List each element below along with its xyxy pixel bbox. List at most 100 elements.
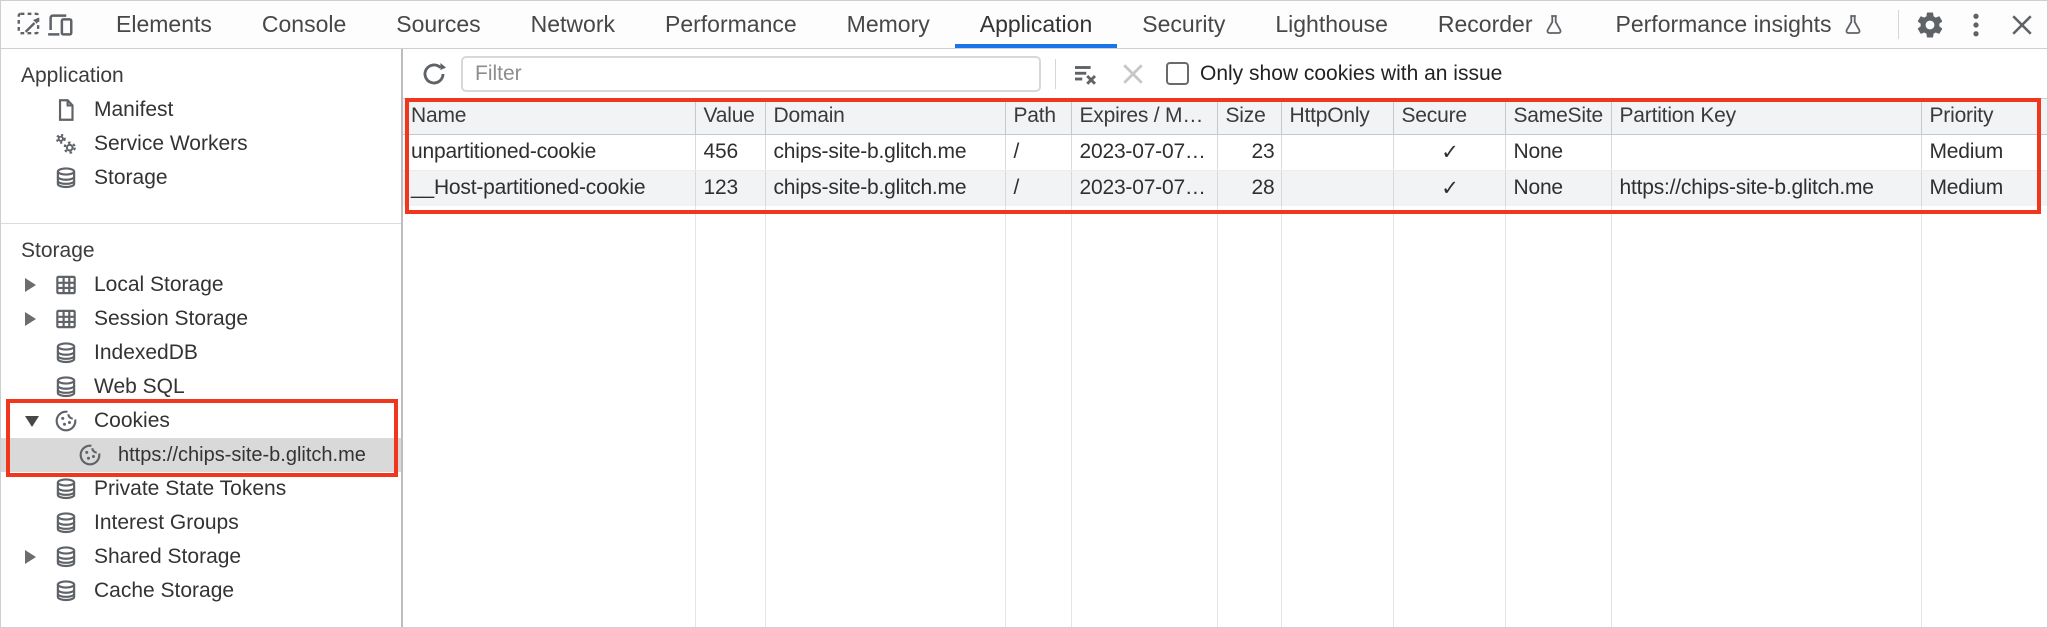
cell-priority[interactable]: Medium: [1921, 134, 2047, 171]
flask-icon: [1546, 14, 1561, 34]
cell-domain[interactable]: chips-site-b.glitch.me: [765, 170, 1006, 206]
sidebar-item-storage[interactable]: Storage: [1, 161, 401, 195]
sidebar-item-private-state-tokens[interactable]: Private State Tokens: [1, 472, 401, 506]
column-header-secure[interactable]: Secure: [1393, 99, 1506, 135]
sidebar-item-cache-storage[interactable]: Cache Storage: [1, 574, 401, 608]
sidebar-item-label: Private State Tokens: [94, 477, 287, 500]
cell-path[interactable]: /: [1005, 170, 1072, 206]
cell-httponly[interactable]: [1281, 134, 1394, 171]
chevron-right-icon[interactable]: [25, 278, 53, 292]
cell-size[interactable]: 28: [1217, 170, 1282, 206]
sidebar-item-label: IndexedDB: [94, 341, 198, 364]
table-icon: [53, 271, 81, 299]
cell-name[interactable]: unpartitioned-cookie: [403, 134, 696, 171]
column-header-samesite[interactable]: SameSite: [1505, 99, 1612, 135]
section-header-application: Application: [21, 64, 124, 87]
sidebar-item-service-workers[interactable]: Service Workers: [1, 127, 401, 161]
toolbar-right-controls: [1890, 1, 2047, 48]
settings-gear-icon[interactable]: [1907, 1, 1953, 48]
cookie-row-host-partitioned[interactable]: __Host-partitioned-cookie 123 chips-site…: [403, 170, 2047, 206]
sidebar-item-session-storage[interactable]: Session Storage: [1, 302, 401, 336]
sidebar-item-label: Manifest: [94, 98, 174, 121]
devtools-body: Application Manifest: [1, 49, 2047, 627]
tab-security[interactable]: Security: [1142, 11, 1226, 37]
column-header-domain[interactable]: Domain: [765, 99, 1006, 135]
cell-expires[interactable]: 2023-07-07…: [1071, 134, 1218, 171]
cell-samesite[interactable]: None: [1505, 170, 1612, 206]
cell-path[interactable]: /: [1005, 134, 1072, 171]
cell-name[interactable]: __Host-partitioned-cookie: [403, 170, 696, 206]
chevron-right-icon[interactable]: [25, 550, 53, 564]
sidebar-item-label: https://chips-site-b.glitch.me: [118, 443, 366, 466]
sidebar-item-label: Web SQL: [94, 375, 185, 398]
cell-domain[interactable]: chips-site-b.glitch.me: [765, 134, 1006, 171]
chevron-right-icon[interactable]: [25, 312, 53, 326]
database-icon: [53, 509, 81, 537]
column-header-value[interactable]: Value: [695, 99, 766, 135]
clear-filter-icon[interactable]: [1070, 59, 1100, 89]
sidebar-item-cookie-origin[interactable]: https://chips-site-b.glitch.me: [1, 438, 401, 472]
cell-expires[interactable]: 2023-07-07…: [1071, 170, 1218, 206]
sidebar-item-indexeddb[interactable]: IndexedDB: [1, 336, 401, 370]
column-header-httponly[interactable]: HttpOnly: [1281, 99, 1394, 135]
cell-value[interactable]: 456: [695, 134, 766, 171]
tab-performance-insights[interactable]: Performance insights: [1591, 1, 1890, 48]
cell-size[interactable]: 23: [1217, 134, 1282, 171]
sidebar-item-shared-storage[interactable]: Shared Storage: [1, 540, 401, 574]
sidebar-item-manifest[interactable]: Manifest: [1, 93, 401, 127]
cell-value[interactable]: 123: [695, 170, 766, 206]
sidebar-item-interest-groups[interactable]: Interest Groups: [1, 506, 401, 540]
cell-secure-checkmark[interactable]: ✓: [1393, 170, 1506, 206]
cookie-row-unpartitioned[interactable]: unpartitioned-cookie 456 chips-site-b.gl…: [403, 134, 2047, 171]
tab-console[interactable]: Console: [261, 11, 347, 37]
cookies-panel: Only show cookies with an issue Name Val…: [403, 49, 2047, 627]
column-header-path[interactable]: Path: [1005, 99, 1072, 135]
filter-input[interactable]: [461, 55, 1041, 92]
kebab-menu-icon[interactable]: [1953, 1, 1999, 48]
tab-performance[interactable]: Performance: [665, 11, 797, 37]
tab-recorder-label: Recorder: [1437, 11, 1533, 37]
column-header-size[interactable]: Size: [1217, 99, 1282, 135]
chevron-down-icon[interactable]: [25, 415, 53, 427]
panel-tabs: Elements Console Sources Network Perform…: [91, 1, 1890, 48]
sidebar-item-label: Cookies: [94, 409, 170, 432]
delete-cookie-icon[interactable]: [1118, 59, 1148, 89]
tab-application[interactable]: Application: [955, 1, 1118, 48]
cookie-icon: [53, 407, 81, 435]
sidebar-item-label: Interest Groups: [94, 511, 239, 534]
flask-icon: [1845, 14, 1861, 34]
close-icon[interactable]: [1999, 1, 2045, 48]
tab-elements[interactable]: Elements: [116, 11, 212, 37]
cell-samesite[interactable]: None: [1505, 134, 1612, 171]
service-workers-icon: [53, 130, 81, 158]
cell-secure-checkmark[interactable]: ✓: [1393, 134, 1506, 171]
column-header-expires[interactable]: Expires / M…: [1071, 99, 1218, 135]
sidebar-item-label: Service Workers: [94, 132, 248, 155]
tab-recorder[interactable]: Recorder: [1413, 1, 1591, 48]
table-empty-area: [403, 206, 2047, 627]
column-header-name[interactable]: Name: [403, 99, 696, 135]
toolbar-divider: [1897, 10, 1899, 39]
cell-partition-key[interactable]: https://chips-site-b.glitch.me: [1611, 170, 1922, 206]
sidebar-item-web-sql[interactable]: Web SQL: [1, 370, 401, 404]
tab-network[interactable]: Network: [530, 11, 615, 37]
cell-partition-key[interactable]: [1611, 134, 1922, 171]
only-issue-cookies-checkbox[interactable]: [1166, 62, 1189, 85]
column-header-partition-key[interactable]: Partition Key: [1611, 99, 1922, 135]
tab-sources[interactable]: Sources: [396, 11, 481, 37]
column-header-priority[interactable]: Priority: [1921, 99, 2047, 135]
tab-memory[interactable]: Memory: [846, 11, 930, 37]
refresh-icon[interactable]: [419, 59, 449, 89]
tab-lighthouse[interactable]: Lighthouse: [1275, 11, 1388, 37]
only-issue-cookies-label[interactable]: Only show cookies with an issue: [1200, 61, 1503, 85]
section-header-storage: Storage: [21, 239, 95, 262]
sidebar-item-label: Local Storage: [94, 273, 224, 296]
cookie-table-header-row: Name Value Domain Path Expires / M… Size…: [403, 99, 2047, 135]
device-toolbar-icon[interactable]: [45, 1, 75, 48]
cell-priority[interactable]: Medium: [1921, 170, 2047, 206]
sidebar-item-local-storage[interactable]: Local Storage: [1, 268, 401, 302]
cell-httponly[interactable]: [1281, 170, 1394, 206]
inspect-element-icon[interactable]: [15, 1, 45, 48]
sidebar-item-cookies[interactable]: Cookies: [1, 404, 401, 438]
